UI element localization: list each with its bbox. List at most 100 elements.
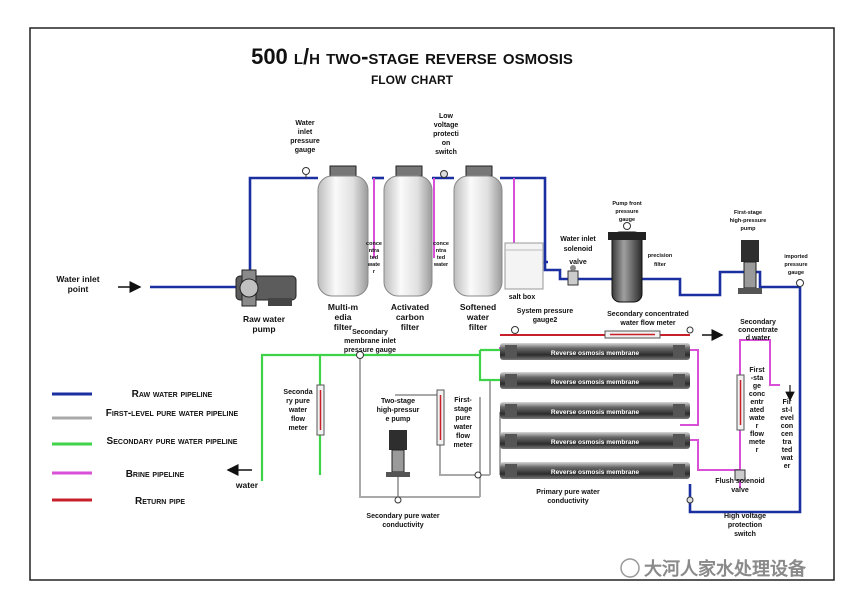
label-first-conc-meter-2: -sta (751, 375, 764, 382)
label-imported-gauge-3: gauge (788, 270, 804, 276)
label-tank1-1: Multi-m (328, 302, 359, 312)
label-sec-pure-meter-3: water (288, 407, 308, 414)
label-pump-front-gauge-2: pressure (615, 209, 638, 215)
label-raw-pump-2: pump (252, 324, 275, 334)
label-salt-box: salt box (509, 294, 536, 301)
sec-conductivity-icon (394, 496, 402, 504)
label-lv-switch-4: on (442, 140, 451, 147)
label-sec-pure-meter-4: flow (291, 416, 306, 423)
label-sec-inlet-gauge-1: Secondary (352, 329, 388, 336)
membrane-5-label: Reverse osmosis membrane (551, 469, 640, 476)
label-precision-filter-2: filter (654, 262, 667, 268)
label-sec-inlet-gauge-3: pressure gauge (344, 347, 396, 354)
label-two-stage-pump-2: high-pressur (377, 407, 420, 414)
label-two-stage-pump-3: e pump (386, 416, 411, 423)
legend-label-return: Return pipe (135, 496, 185, 507)
label-sec-conductivity-1: Secondary pure water (366, 513, 439, 520)
membrane-5: Reverse osmosis membrane (500, 462, 690, 479)
label-sec-conc-meter-2: water flow meter (619, 320, 676, 327)
label-first-conc-meter-5: entr (750, 399, 764, 406)
membrane-3: Reverse osmosis membrane (500, 402, 690, 419)
label-first-pure-meter-4: water (453, 424, 473, 431)
legend-label-raw: Raw water pipeline (132, 389, 213, 400)
multi-media-filter-tank (317, 165, 369, 297)
label-first-pure-meter-6: meter (453, 442, 472, 449)
label-first-conc-meter-10: mete (749, 439, 765, 446)
label-hv-switch-3: switch (734, 531, 756, 538)
label-water-out: water (235, 480, 259, 490)
label-first-level-conc-7: ted (782, 447, 793, 454)
legend-item-brine: Brine pipeline (52, 469, 185, 480)
label-sec-conductivity-2: conductivity (382, 522, 423, 529)
activated-carbon-filter-tank (383, 165, 433, 297)
membrane-1: Reverse osmosis membrane (500, 343, 690, 360)
label-sec-pure-meter-5: meter (288, 425, 307, 432)
label-water-inlet-point-1: Water inlet (56, 274, 99, 284)
inlet-pressure-gauge-icon (302, 167, 310, 178)
label-sec-conc-water-3: d water (746, 335, 771, 342)
membrane-stack: Reverse osmosis membrane Reverse osmosis… (500, 343, 690, 479)
label-first-conc-meter-11: r (756, 447, 759, 454)
label-pri-conductivity-2: conductivity (547, 498, 588, 505)
title-line1: 500 l/h two-stage reverse osmosis (251, 44, 573, 69)
label-first-level-conc-3: evel (780, 415, 794, 422)
label-lv-switch-2: voltage (434, 122, 459, 129)
label-first-pump-3: pump (741, 226, 757, 232)
label-conc1-2: ntra (369, 248, 380, 254)
label-solenoid-2: solenoid (564, 246, 593, 253)
legend-label-brine: Brine pipeline (126, 469, 185, 480)
flush-solenoid-valve-icon (734, 469, 746, 481)
label-lv-switch-3: protecti (433, 131, 459, 138)
label-two-stage-pump-1: Two-stage (381, 398, 415, 405)
legend: Raw water pipeline First-level pure wate… (52, 389, 239, 507)
label-tank2-2: carbon (396, 312, 424, 322)
label-first-pure-meter-2: stage (454, 406, 472, 413)
label-conc2-1: conce (433, 241, 449, 247)
watermark: 大河人家水处理设备 (620, 558, 807, 579)
pri-conductivity-icon (474, 471, 482, 479)
label-conc2-3: ted (437, 255, 445, 261)
label-first-pure-meter-3: pure (455, 415, 470, 422)
label-pri-conductivity-1: Primary pure water (536, 489, 600, 496)
low-voltage-switch-icon (440, 170, 448, 178)
secondary-inlet-gauge-icon (356, 351, 364, 359)
label-solenoid-1: Water inlet (560, 236, 596, 243)
legend-label-secondary-pure: Secondary pure water pipeline (107, 436, 238, 447)
label-sec-pure-meter-2: ry pure (286, 398, 310, 405)
two-stage-high-pressure-pump (386, 430, 410, 477)
label-conc1-4: wate (367, 262, 380, 268)
label-first-level-conc-1: Fir (783, 399, 792, 406)
label-first-pure-meter-5: flow (456, 433, 471, 440)
label-sys-gauge-1: System pressure (517, 308, 574, 315)
diagram-border (29, 27, 835, 581)
label-sec-conc-water-2: concentrate (738, 327, 778, 334)
legend-label-first-pure: First-level pure water pipeline (106, 408, 239, 419)
label-first-conc-meter-1: First (749, 367, 765, 374)
first-conc-flow-meter-icon (736, 374, 745, 431)
raw-water-pump-icon (235, 269, 297, 307)
label-inlet-gauge-3: pressure (290, 138, 320, 145)
membrane-4-label: Reverse osmosis membrane (551, 439, 640, 446)
label-tank2-3: filter (401, 322, 420, 332)
wechat-logo-icon (620, 558, 640, 578)
label-conc2-2: ntra (436, 248, 447, 254)
label-hv-switch-1: High voltage (724, 513, 766, 520)
label-water-inlet-point-2: point (68, 284, 89, 294)
membrane-2: Reverse osmosis membrane (500, 372, 690, 389)
secondary-conc-flow-meter-icon (604, 330, 661, 339)
label-sec-conc-water-1: Secondary (740, 319, 776, 326)
label-first-level-conc-9: er (784, 463, 791, 470)
membrane-2-label: Reverse osmosis membrane (551, 379, 640, 386)
label-first-conc-meter-4: conc (749, 391, 765, 398)
label-hv-switch-2: protection (728, 522, 762, 529)
label-flush-valve-2: valve (731, 487, 749, 494)
label-conc1-3: ted (370, 255, 378, 261)
label-lv-switch-1: Low (439, 113, 454, 120)
label-first-pure-meter-1: First- (454, 397, 472, 404)
label-first-level-conc-8: wat (780, 455, 793, 462)
label-pump-front-gauge-1: Pump front (612, 201, 641, 207)
label-first-conc-meter-3: ge (753, 383, 761, 390)
high-voltage-switch-icon (686, 496, 694, 504)
label-inlet-gauge-2: inlet (298, 129, 313, 136)
